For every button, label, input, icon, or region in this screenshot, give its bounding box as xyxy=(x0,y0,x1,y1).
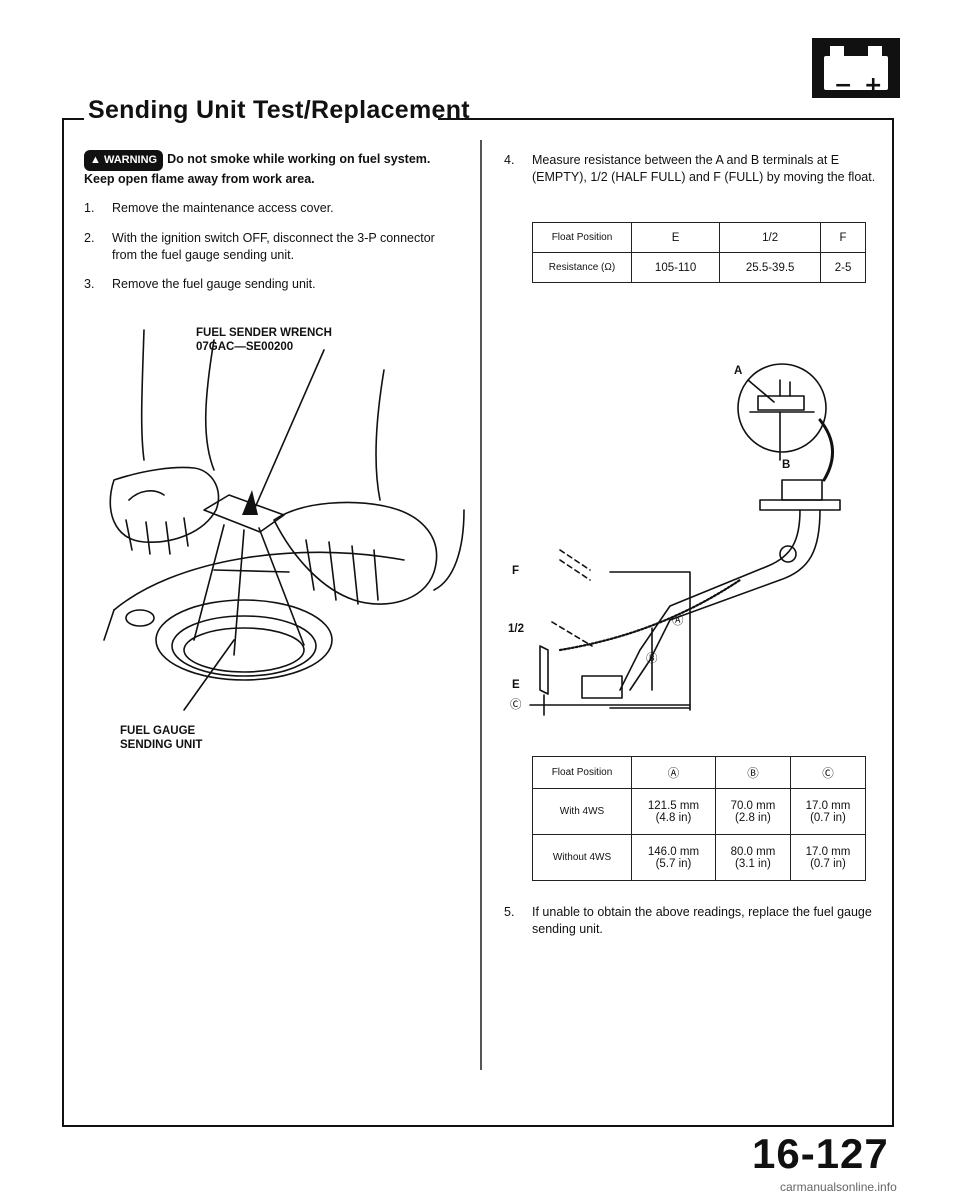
dimension-table: Float Position Ⓐ Ⓑ Ⓒ With 4WS 121.5 mm(4… xyxy=(532,756,867,881)
table-cell: Without 4WS xyxy=(532,834,632,881)
step-number: 2. xyxy=(84,231,95,245)
step-4: 4. Measure resistance between the A and … xyxy=(504,152,884,208)
table-cell: E xyxy=(630,222,721,253)
content-frame xyxy=(62,119,894,1127)
table-cell: 1/2 xyxy=(719,222,822,253)
table-cell: 17.0 mm(0.7 in) xyxy=(789,788,867,835)
table-cell: 121.5 mm(4.8 in) xyxy=(631,788,716,835)
label-fuel-gauge: FUEL GAUGE xyxy=(120,725,196,737)
table-cell: 105-110 xyxy=(630,252,721,283)
step-text: Remove the maintenance access cover. xyxy=(112,201,334,215)
page-number: 16-127 xyxy=(752,1130,889,1177)
step-text: Measure resistance between the A and B t… xyxy=(532,153,876,184)
page-title: Sending Unit Test/Replacement xyxy=(88,96,470,124)
warning-badge: ▲ WARNING xyxy=(84,150,164,171)
label-wrench-part-number: 07GAC—SE00200 xyxy=(196,341,294,353)
table-cell: 25.5-39.5 xyxy=(719,252,822,283)
fuel-sender-wrench-illustration xyxy=(103,329,465,711)
table-cell: 70.0 mm(2.8 in) xyxy=(714,788,791,835)
label-terminal-b: B xyxy=(782,459,791,471)
frame-top-left xyxy=(62,118,84,120)
warning-text: Do not smoke while working on fuel syste… xyxy=(84,152,431,186)
label-terminal-a: A xyxy=(734,365,743,377)
frame-top-right xyxy=(438,118,894,120)
table-cell: Float Position xyxy=(532,756,632,789)
table-row: Without 4WS 146.0 mm(5.7 in) 80.0 mm(3.1… xyxy=(532,834,867,881)
step-number: 3. xyxy=(84,277,95,291)
table-cell: Ⓐ xyxy=(631,756,716,789)
table-row: With 4WS 121.5 mm(4.8 in) 70.0 mm(2.8 in… xyxy=(532,788,867,835)
float-arm-diagram xyxy=(529,363,841,716)
table-cell: F xyxy=(820,222,866,253)
dimension-b-mark: Ⓑ xyxy=(646,653,658,665)
step-number: 4. xyxy=(504,153,515,167)
dimension-a-mark: Ⓐ xyxy=(672,615,684,627)
step-text: With the ignition switch OFF, disconnect… xyxy=(112,231,435,262)
table-cell: 2-5 xyxy=(820,252,866,283)
step-text: If unable to obtain the above readings, … xyxy=(532,905,872,936)
resistance-table: Float Position E 1/2 F Resistance (Ω) 10… xyxy=(532,222,866,283)
step-1: 1. Remove the maintenance access cover. xyxy=(84,200,464,220)
warning-triangle-icon: ▲ xyxy=(90,154,101,166)
step-number: 1. xyxy=(84,201,95,215)
label-sending-unit: SENDING UNIT xyxy=(120,739,203,751)
column-divider xyxy=(480,140,482,1070)
table-cell: Float Position xyxy=(532,222,632,253)
battery-icon: − + xyxy=(812,38,900,98)
table-cell: 80.0 mm(3.1 in) xyxy=(714,834,791,881)
step-text: Remove the fuel gauge sending unit. xyxy=(112,277,316,291)
table-cell: Ⓑ xyxy=(714,756,791,789)
table-cell: With 4WS xyxy=(532,788,632,835)
step-5: 5. If unable to obtain the above reading… xyxy=(504,904,884,944)
label-half: 1/2 xyxy=(508,623,524,635)
label-empty: E xyxy=(512,679,520,691)
table-row: Resistance (Ω) 105-110 25.5-39.5 2-5 xyxy=(532,252,866,283)
table-row: Float Position Ⓐ Ⓑ Ⓒ xyxy=(532,756,867,789)
watermark: carmanualsonline.info xyxy=(780,1180,897,1194)
label-full: F xyxy=(512,565,520,577)
table-cell: Ⓒ xyxy=(789,756,867,789)
table-row: Float Position E 1/2 F xyxy=(532,222,866,253)
dimension-c-mark: Ⓒ xyxy=(510,699,522,711)
table-cell: 17.0 mm(0.7 in) xyxy=(789,834,867,881)
step-2: 2. With the ignition switch OFF, disconn… xyxy=(84,230,464,270)
table-cell: 146.0 mm(5.7 in) xyxy=(631,834,716,881)
table-cell: Resistance (Ω) xyxy=(532,252,632,283)
step-number: 5. xyxy=(504,905,515,919)
step-3: 3. Remove the fuel gauge sending unit. xyxy=(84,276,464,296)
label-fuel-sender-wrench: FUEL SENDER WRENCH xyxy=(196,327,332,339)
